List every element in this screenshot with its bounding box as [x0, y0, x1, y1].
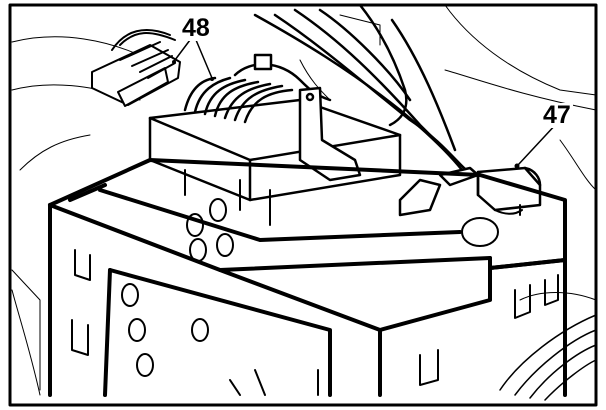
- callout-47-dot: [514, 163, 520, 169]
- callout-48-dot-a: [172, 60, 176, 64]
- battery-side-details: [71, 169, 559, 396]
- diagram-border: [8, 3, 598, 407]
- callout-label-48: 48: [180, 14, 212, 42]
- connector-48: [91, 29, 181, 107]
- wiring-harness: [233, 3, 474, 177]
- fuse-block: [148, 53, 402, 202]
- ribbed-component: [499, 314, 597, 401]
- battery-case: [48, 158, 567, 397]
- callout-label-47: 47: [541, 101, 573, 129]
- callout-leaders: [174, 39, 561, 166]
